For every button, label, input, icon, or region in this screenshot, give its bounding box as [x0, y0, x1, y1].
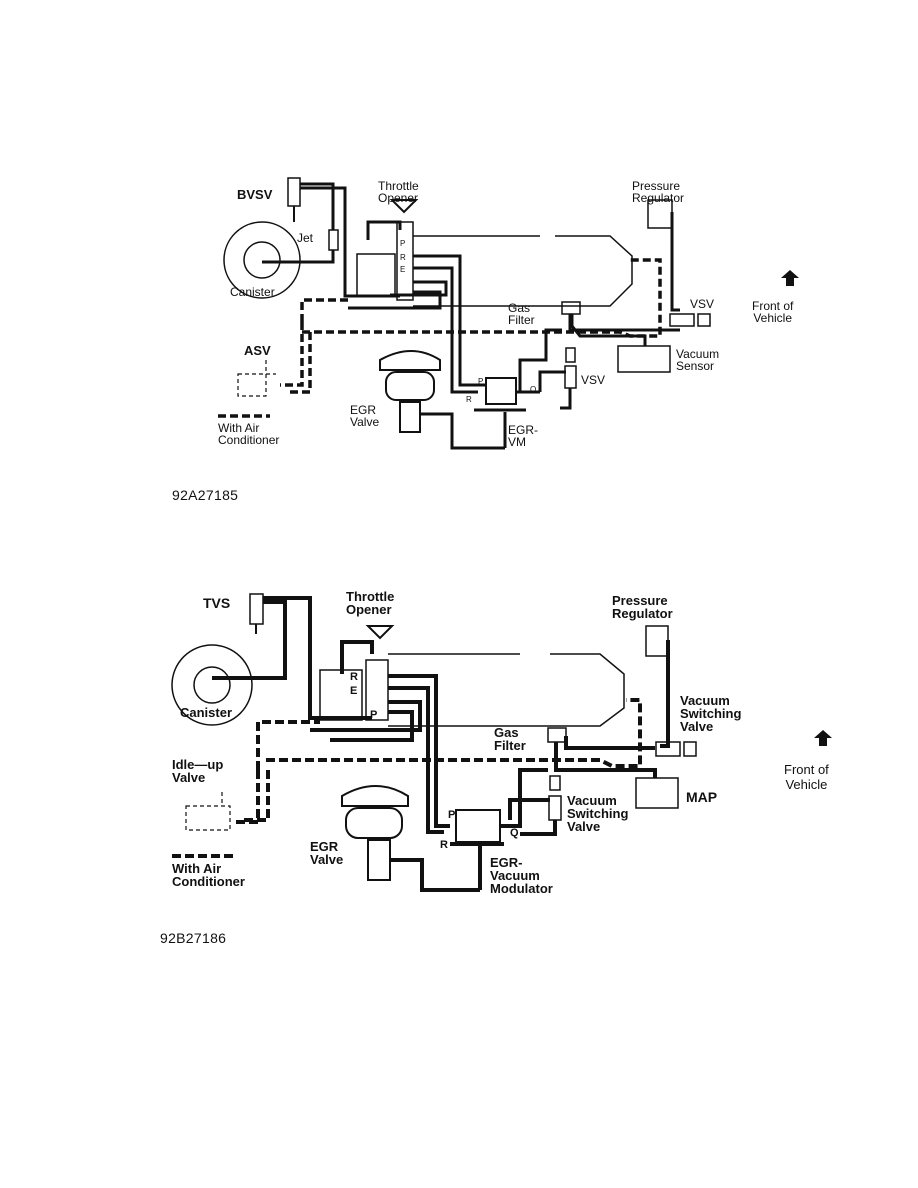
port-p2-b: P [448, 809, 456, 821]
egr-vm [485, 377, 517, 405]
label-throttle-opener: Throttle Opener [378, 179, 419, 205]
hose-tvs-canister [212, 600, 287, 680]
port-e-b: E [350, 685, 358, 697]
ac-hose-b2 [266, 698, 642, 768]
ac-hose-4 [290, 332, 312, 394]
bvsv-body [287, 177, 301, 207]
throttle-opener-b [365, 625, 395, 640]
label-egr-valve: EGR Valve [350, 403, 380, 429]
label-pressure-regulator: Pressure Regulator [632, 179, 685, 205]
label-bvsv: BVSV [237, 187, 273, 202]
label-asv: ASV [244, 343, 271, 358]
canister-outer-b [171, 644, 253, 726]
idle-up-valve-body [185, 805, 231, 831]
intake-chamber-b [388, 653, 625, 727]
label-canister-b: Canister [180, 705, 233, 720]
label-vacuum-sensor: Vacuum Sensor [676, 347, 720, 373]
throttle-body-b [319, 669, 363, 721]
label-vacuum-switching-valve-lower: Vacuum Switching Valve [567, 793, 629, 834]
figure-id-b: 92B27186 [160, 930, 227, 946]
port-r2-b: R [440, 839, 448, 851]
ac-hose-b4 [240, 770, 270, 822]
vacuum-diagram-b: TVS Throttle Opener Pressure Regulator C… [0, 570, 918, 910]
port-p2-a: P [478, 377, 484, 386]
label-front-of-vehicle-a: Front of Vehicle [752, 299, 794, 325]
label-throttle-opener-b: Throttle Opener [346, 589, 395, 617]
label-front-of-vehicle-b: Front of Vehicle [784, 762, 829, 792]
vacuum-hose-schematic-b [171, 593, 832, 892]
label-pressure-regulator-b: Pressure Regulator [612, 593, 673, 621]
gas-filter [561, 301, 581, 315]
throttle-opener [389, 199, 419, 214]
port-r-a: R [400, 253, 406, 262]
label-gas-filter: Gas Filter [508, 301, 535, 327]
label-vsv-upper: VSV [690, 297, 715, 311]
label-jet: Jet [297, 231, 314, 245]
vsv-lower [565, 347, 576, 363]
label-canister: Canister [230, 285, 275, 299]
egr-valve [379, 350, 441, 371]
hose-jet-canister [262, 250, 335, 264]
front-arrow-icon [781, 270, 799, 286]
ac-hose-b1 [256, 720, 320, 770]
label-with-air-conditioner-b: With Air Conditioner [172, 861, 245, 889]
label-map: MAP [686, 789, 718, 805]
label-gas-filter-b: Gas Filter [494, 725, 526, 753]
port-e-a: E [400, 265, 406, 274]
port-q-b: Q [510, 827, 519, 839]
gas-filter-b [547, 727, 567, 743]
asv-body [237, 373, 267, 397]
port-p-b: P [370, 709, 378, 721]
canister-inner-b [193, 666, 231, 704]
pressure-regulator-b [645, 625, 669, 657]
port-r-b: R [350, 671, 358, 683]
vacuum-hose-schematic-a [218, 177, 799, 450]
label-with-air-conditioner-a: With Air Conditioner [218, 421, 280, 447]
hose-bvsv-jet [300, 182, 335, 230]
egr-vacuum-modulator [455, 809, 501, 843]
canister-outer [223, 221, 301, 299]
canister-inner [243, 241, 281, 279]
map-sensor [635, 777, 679, 809]
label-tvs: TVS [203, 595, 231, 611]
label-vsv-lower: VSV [581, 373, 606, 387]
label-idle-up-valve: Idle—up Valve [172, 757, 224, 785]
label-egr-valve-b: EGR Valve [310, 839, 344, 867]
tvs-body [249, 593, 264, 625]
jet [328, 229, 339, 251]
label-egr-vm: EGR- VM [508, 423, 538, 449]
ac-hose-2 [302, 258, 662, 338]
throttle-body [356, 253, 396, 297]
front-arrow-icon-b [814, 730, 832, 746]
port-p-a: P [400, 239, 406, 248]
label-vacuum-switching-valve-upper: Vacuum Switching Valve [680, 693, 742, 734]
vacuum-sensor [617, 345, 671, 373]
vacuum-diagram-a: BVSV Throttle Opener Pressure Regulator … [0, 160, 918, 460]
port-q-a: Q [530, 385, 537, 394]
port-r2-a: R [466, 395, 472, 404]
ac-hose-3 [280, 322, 304, 387]
intake-chamber [413, 235, 633, 307]
ac-hose-1 [300, 298, 352, 322]
vacuum-switching-valve-upper [655, 741, 681, 757]
label-egr-vacuum-modulator: EGR- Vacuum Modulator [490, 855, 553, 896]
vacuum-switching-valve-lower [549, 775, 561, 791]
egr-valve-b [341, 785, 409, 807]
ac-hose-b3 [232, 770, 260, 824]
figure-id-a: 92A27185 [172, 487, 239, 503]
vsv-upper [669, 313, 695, 327]
hose-tvs-throttle [263, 596, 372, 720]
